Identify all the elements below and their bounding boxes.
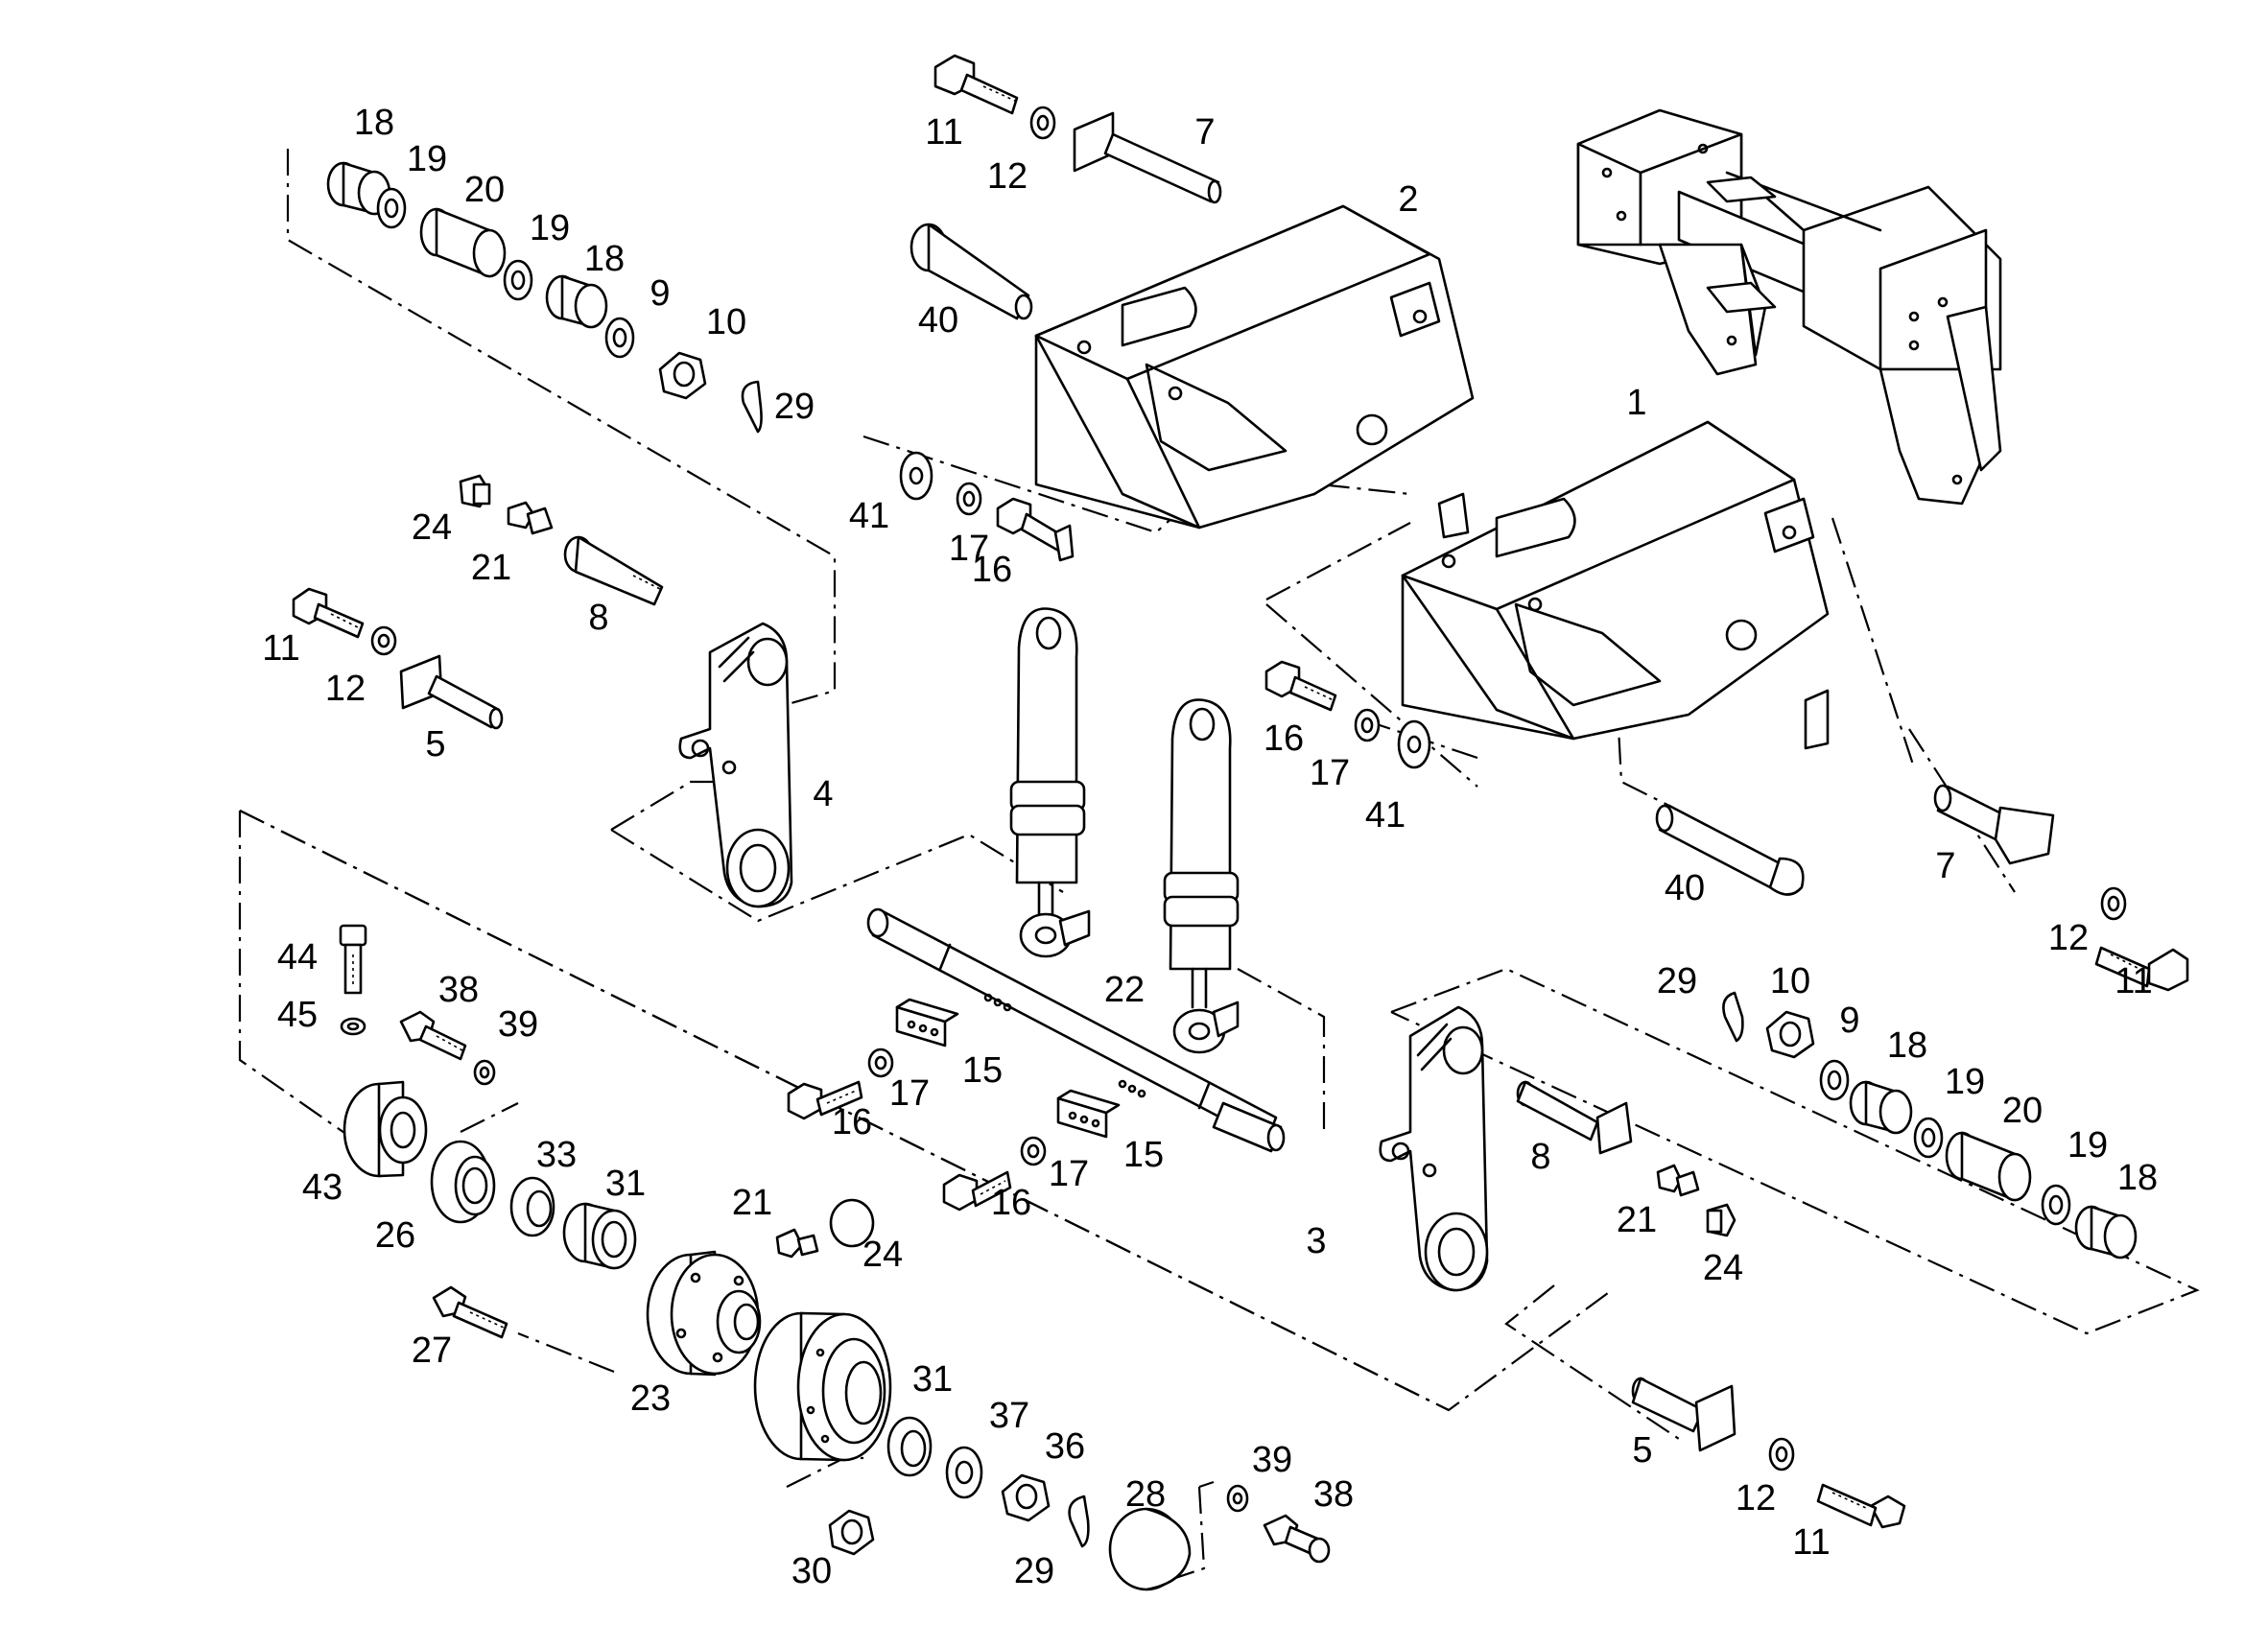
part-callout-21: 21 bbox=[732, 1183, 772, 1223]
part-callout-16: 16 bbox=[991, 1183, 1031, 1223]
part-callout-18: 18 bbox=[354, 103, 394, 143]
part-callout-45: 45 bbox=[277, 995, 318, 1035]
part-callout-11: 11 bbox=[925, 112, 962, 153]
part-callout-23: 23 bbox=[630, 1378, 671, 1419]
part-callout-38: 38 bbox=[1313, 1474, 1354, 1515]
part-callout-30: 30 bbox=[791, 1551, 832, 1591]
hub-assembly bbox=[340, 1017, 1249, 1591]
part-callout-22: 22 bbox=[1104, 970, 1145, 1010]
part-callout-24: 24 bbox=[412, 507, 452, 548]
part-callout-11: 11 bbox=[2114, 961, 2152, 1001]
part-callout-43: 43 bbox=[302, 1167, 343, 1208]
part-callout-36: 36 bbox=[1045, 1426, 1085, 1467]
part-callout-16: 16 bbox=[972, 550, 1012, 590]
part-callout-7: 7 bbox=[1194, 112, 1215, 153]
pins bbox=[399, 111, 2055, 1452]
part-callout-19: 19 bbox=[407, 139, 447, 179]
part-callout-21: 21 bbox=[471, 548, 511, 588]
part-callout-27: 27 bbox=[412, 1330, 452, 1371]
part-callout-1: 1 bbox=[1626, 383, 1646, 423]
part-callout-16: 16 bbox=[1264, 718, 1304, 759]
part-callout-28: 28 bbox=[1125, 1474, 1166, 1515]
part-callout-8: 8 bbox=[588, 598, 608, 638]
mounting-frame bbox=[1576, 108, 2002, 506]
lever-arm-3 bbox=[1379, 1005, 1489, 1292]
part-callout-5: 5 bbox=[1632, 1430, 1652, 1471]
part-callout-12: 12 bbox=[2048, 918, 2089, 958]
part-callout-17: 17 bbox=[949, 529, 989, 569]
part-callout-12: 12 bbox=[325, 669, 366, 709]
part-callout-10: 10 bbox=[1770, 961, 1810, 1001]
part-callout-11: 11 bbox=[1792, 1522, 1830, 1563]
part-callout-24: 24 bbox=[1703, 1248, 1743, 1288]
part-callout-12: 12 bbox=[1736, 1478, 1776, 1519]
part-callout-10: 10 bbox=[706, 302, 746, 342]
bolts bbox=[292, 54, 2189, 1564]
part-callout-5: 5 bbox=[425, 724, 445, 765]
part-callout-18: 18 bbox=[584, 239, 625, 279]
part-callout-33: 33 bbox=[536, 1135, 577, 1175]
part-callout-41: 41 bbox=[1365, 795, 1406, 836]
part-callout-17: 17 bbox=[1049, 1154, 1089, 1194]
part-callout-16: 16 bbox=[832, 1102, 872, 1142]
part-callout-29: 29 bbox=[1014, 1551, 1054, 1591]
part-callout-3: 3 bbox=[1306, 1221, 1326, 1261]
shock-absorber-right bbox=[1163, 698, 1240, 1054]
left-hardware-row bbox=[326, 106, 1056, 656]
swing-arm-1 bbox=[1401, 420, 1830, 750]
part-callout-44: 44 bbox=[277, 937, 318, 977]
part-callout-8: 8 bbox=[1530, 1137, 1550, 1177]
part-callout-26: 26 bbox=[375, 1215, 415, 1256]
part-callout-9: 9 bbox=[1839, 1001, 1859, 1041]
part-callout-38: 38 bbox=[438, 970, 479, 1010]
part-callout-39: 39 bbox=[498, 1004, 538, 1045]
part-callout-18: 18 bbox=[2117, 1158, 2158, 1198]
part-callout-24: 24 bbox=[862, 1235, 903, 1275]
part-callout-20: 20 bbox=[464, 170, 505, 210]
part-callout-29: 29 bbox=[774, 387, 815, 427]
part-callout-15: 15 bbox=[1123, 1135, 1164, 1175]
part-callout-40: 40 bbox=[918, 300, 958, 341]
part-callout-18: 18 bbox=[1887, 1025, 1927, 1066]
part-callout-31: 31 bbox=[912, 1359, 953, 1400]
part-callout-2: 2 bbox=[1398, 179, 1418, 220]
part-callout-12: 12 bbox=[987, 156, 1028, 197]
shaft-22 bbox=[866, 907, 1286, 1153]
part-callout-29: 29 bbox=[1657, 961, 1697, 1001]
part-callout-19: 19 bbox=[1945, 1062, 1985, 1102]
part-callout-19: 19 bbox=[530, 208, 570, 248]
part-callout-9: 9 bbox=[650, 273, 670, 314]
part-callout-20: 20 bbox=[2002, 1091, 2043, 1131]
part-callout-39: 39 bbox=[1252, 1440, 1292, 1480]
right-hardware-row bbox=[1656, 886, 2138, 1471]
part-callout-21: 21 bbox=[1617, 1200, 1657, 1240]
part-callout-7: 7 bbox=[1935, 846, 1955, 886]
part-callout-31: 31 bbox=[605, 1164, 646, 1204]
callout-labels: 1819201918910291112724014117162421811125… bbox=[262, 103, 2158, 1591]
lever-arm-4 bbox=[678, 622, 793, 908]
part-callout-17: 17 bbox=[1310, 753, 1350, 793]
shock-absorber-left bbox=[1009, 607, 1091, 958]
swing-arm-2 bbox=[1034, 204, 1475, 530]
part-callout-41: 41 bbox=[849, 496, 889, 536]
part-callout-4: 4 bbox=[813, 774, 833, 814]
part-callout-15: 15 bbox=[962, 1050, 1003, 1091]
part-callout-11: 11 bbox=[262, 628, 299, 669]
washer-group bbox=[867, 451, 1431, 1166]
part-callout-19: 19 bbox=[2067, 1125, 2108, 1165]
part-callout-40: 40 bbox=[1665, 868, 1705, 908]
part-callout-37: 37 bbox=[989, 1396, 1029, 1436]
part-callout-17: 17 bbox=[889, 1073, 930, 1114]
